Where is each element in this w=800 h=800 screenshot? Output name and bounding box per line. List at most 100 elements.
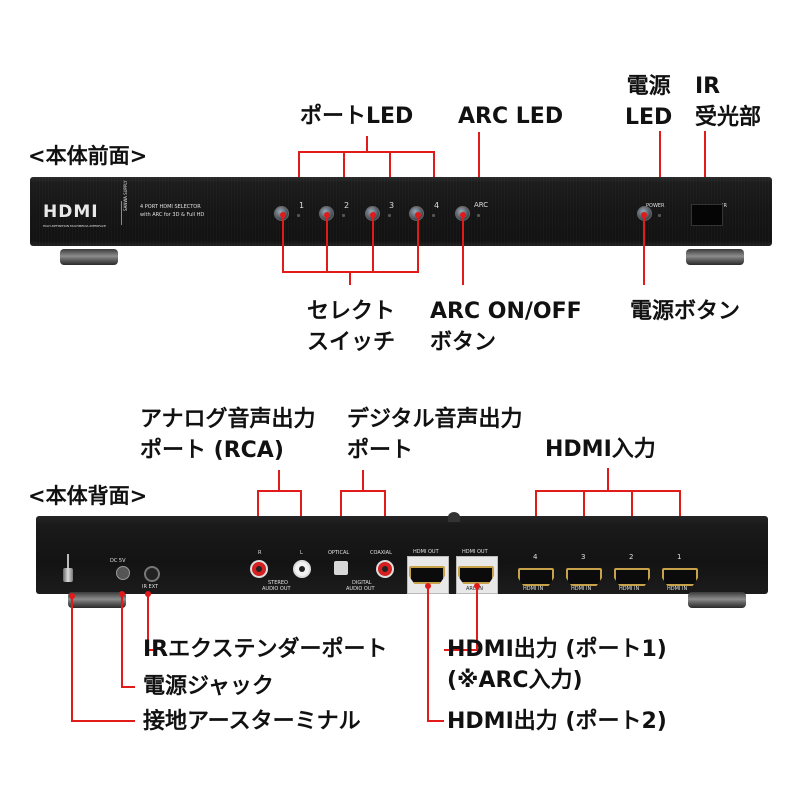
hdmi-out-1-text: HDMI OUT: [413, 549, 439, 555]
select-switch-callout-dot3: [370, 212, 376, 218]
back-section-title: <本体背面>: [28, 484, 148, 508]
front-foot-right: [686, 249, 744, 265]
port-led-callout-leg1: [298, 151, 300, 193]
hdmi-logo-subtitle: HIGH-DEFINITION MULTIMEDIA INTERFACE: [43, 224, 106, 228]
ir-receiver-label-line1: IR: [695, 74, 721, 99]
arc-button-callout-dot: [460, 212, 466, 218]
power-jack[interactable]: [116, 566, 130, 580]
hdmi-in-port-2[interactable]: [614, 568, 650, 586]
ground-callout-dot: [69, 593, 75, 599]
hdmi-out-port-1[interactable]: [409, 566, 445, 584]
front-port-number-3: 3: [389, 201, 395, 210]
power-button-callout-line: [643, 215, 645, 285]
ground-terminal-label: 接地アースターミナル: [143, 709, 361, 734]
rca-r-text: R: [258, 550, 262, 556]
top-screw: [448, 512, 460, 522]
ir-ext-callout-line-h: [147, 649, 156, 651]
rca-l-jack[interactable]: [293, 560, 311, 578]
select-switch-callout-dot4: [415, 212, 421, 218]
port-led-callout-stem: [366, 136, 368, 152]
digital-callout-stem: [362, 470, 364, 491]
brand-text: SANWA SUPPLY: [123, 180, 128, 211]
hdmi-out2-callout-line-v: [427, 586, 429, 721]
port-led-callout-leg2: [343, 151, 345, 193]
ir-receiver-label-line2: 受光部: [695, 105, 762, 130]
port-led-1: [297, 214, 300, 217]
arc-in-text: ARC IN: [466, 586, 483, 592]
hdmi-in-4-number: 4: [533, 553, 538, 561]
ir-ext-callout-dot: [145, 591, 151, 597]
hdmi-out1-label-line2: (※ARC入力): [447, 668, 583, 693]
arc-button-label-line2: ボタン: [430, 330, 497, 355]
ground-symbol-icon: [67, 554, 69, 568]
hdmi-in-callout-stem: [607, 468, 609, 491]
arc-led-callout-line: [478, 132, 480, 194]
port-led-3: [388, 214, 391, 217]
ir-ext-callout-line-v: [147, 594, 149, 650]
power-jack-label: 電源ジャック: [143, 674, 274, 699]
rca-r-jack[interactable]: [250, 560, 268, 578]
arc-led: [477, 214, 480, 217]
select-switch-callout-leg4: [417, 215, 419, 272]
hdmi-out-2-text: HDMI OUT: [462, 549, 488, 555]
hdmi-in-3-number: 3: [581, 553, 586, 561]
digital-audio-label-line2: ポート: [347, 438, 414, 463]
rca-l-text: L: [300, 550, 303, 556]
hdmi-in-1-text: HDMI IN: [667, 586, 688, 592]
power-jack-callout-line-h: [121, 686, 135, 688]
front-section-title: <本体前面>: [28, 144, 148, 168]
port-led-2: [342, 214, 345, 217]
arc-button-label: ARC ON/OFF ボタン: [430, 296, 582, 358]
port-led-4: [432, 214, 435, 217]
hdmi-out1-label: HDMI出力 (ポート1) (※ARC入力): [447, 634, 667, 696]
coaxial-jack[interactable]: [376, 560, 394, 578]
hdmi-in-1-number: 1: [677, 553, 682, 561]
arc-button-label-line1: ARC ON/OFF: [430, 299, 582, 324]
hdmi-in-port-4[interactable]: [518, 568, 554, 586]
select-switch-callout-leg3: [372, 215, 374, 272]
hdmi-out-port-2[interactable]: [458, 566, 494, 584]
hdmi-in-2-text: HDMI IN: [619, 586, 640, 592]
select-switch-callout-dot2: [324, 212, 330, 218]
ground-callout-line-h: [71, 720, 135, 722]
ir-ext-port[interactable]: [144, 566, 160, 582]
hdmi-in-port-3[interactable]: [566, 568, 602, 586]
power-jack-callout-dot: [119, 591, 125, 597]
select-switch-label-line2: スイッチ: [307, 330, 396, 355]
optical-port[interactable]: [334, 561, 348, 575]
brand-divider: [121, 201, 122, 225]
hdmi-out2-callout-dot: [425, 583, 431, 589]
optical-text: OPTICAL: [328, 550, 350, 556]
select-switch-label: セレクト スイッチ: [307, 296, 395, 358]
analog-audio-label-line2: ポート (RCA): [140, 438, 284, 463]
front-foot-left: [60, 249, 118, 265]
analog-audio-label: アナログ音声出力 ポート (RCA): [140, 404, 316, 466]
power-led-label-line2: LED: [625, 105, 673, 130]
hdmi-logo: HDMI: [43, 202, 99, 222]
digital-text: DIGITAL: [352, 580, 372, 586]
front-port-number-4: 4: [434, 201, 440, 210]
front-panel: HDMI HIGH-DEFINITION MULTIMEDIA INTERFAC…: [30, 177, 772, 246]
select-switch-label-line1: セレクト: [307, 299, 396, 324]
port-led-callout-bar: [298, 151, 435, 153]
model-desc-line1: 4 PORT HDMI SELECTOR: [140, 204, 201, 210]
power-button-label: 電源ボタン: [630, 299, 741, 324]
port-led-callout-leg3: [389, 151, 391, 193]
ir-receiver-label: IR 受光部: [695, 71, 761, 133]
power-led: [658, 214, 661, 217]
ground-terminal[interactable]: [63, 568, 73, 582]
power-led-callout-line: [659, 131, 661, 201]
digital-audio-label-line1: デジタル音声出力: [347, 407, 523, 432]
digital-audio-out-text: AUDIO OUT: [346, 586, 375, 592]
arc-led-label: ARC LED: [458, 104, 564, 129]
select-switch-callout-leg1: [282, 215, 284, 272]
hdmi-in-port-1[interactable]: [662, 568, 698, 586]
back-foot-left: [68, 592, 126, 608]
hdmi-out1-callout-line-v: [476, 586, 478, 651]
ir-receiver-callout-line: [704, 131, 706, 208]
power-led-label-line1: 電源: [626, 74, 671, 99]
digital-callout-bar: [340, 490, 386, 492]
front-power-text: POWER: [646, 203, 665, 209]
ir-ext-label: IRエクステンダーポート: [143, 637, 388, 662]
front-ir-text: IR: [722, 203, 727, 209]
